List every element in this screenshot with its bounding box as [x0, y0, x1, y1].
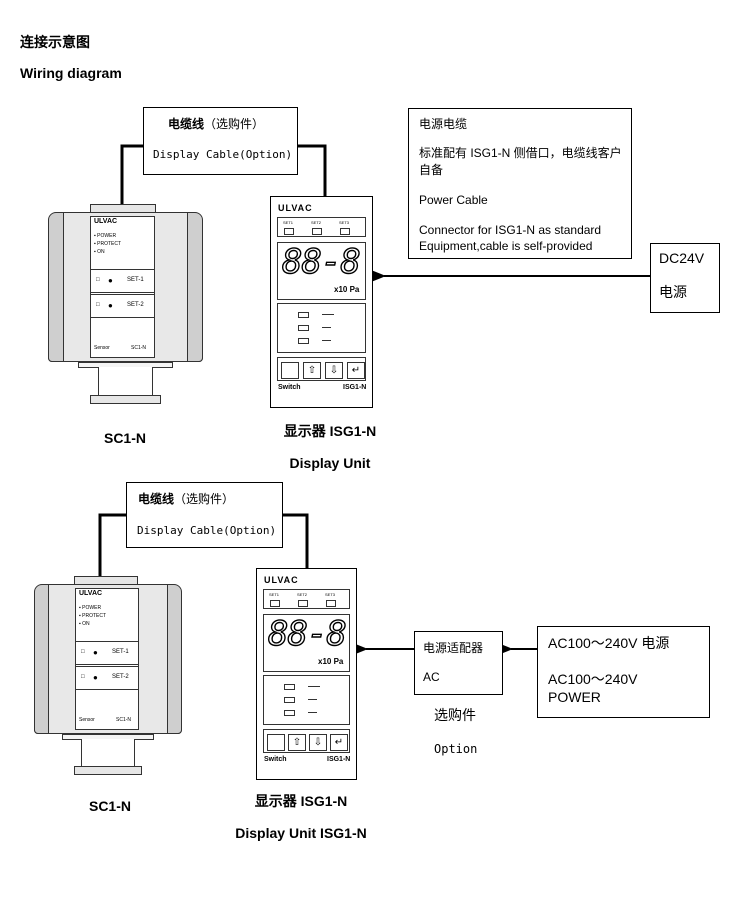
display-caption-en-top: Display Unit: [289, 455, 371, 471]
sensor-brand: ULVAC: [79, 590, 103, 597]
sensor-set1-row: □● SET-1: [76, 641, 138, 665]
sensor-flange-neck: [98, 367, 153, 396]
display-up-button[interactable]: ⇧: [303, 362, 321, 379]
top-cable-left: [120, 144, 144, 212]
dc-power-label: 电源: [659, 284, 687, 300]
display-screen: 88-8 x10 Pa: [277, 242, 366, 300]
power-cable-en-desc: Connector for ISG1-N as standard Equipme…: [419, 223, 602, 253]
power-adapter-label: 电源适配器: [423, 641, 484, 655]
cable-title: 电缆线: [168, 117, 205, 131]
bottom-cable-box: 电缆线（选购件） Display Cable(Option): [126, 482, 283, 548]
sensor-ind-protect: ▪ PROTECT: [79, 613, 107, 619]
sensor-set1-label: SET-1: [112, 649, 129, 655]
power-adapter-ac: AC: [423, 670, 440, 684]
display-key-row: SET1 SET2 SET3: [263, 589, 350, 609]
display-screen: 88-8 x10 Pa: [263, 614, 350, 672]
sensor-flange: [90, 395, 161, 404]
sensor-set2-row: □● SET-2: [91, 294, 154, 318]
dc-power-voltage: DC24V: [659, 250, 705, 266]
power-cable-cn-title: 电源电缆: [419, 117, 468, 131]
display-caption-cn-top: 显示器 ISG1-N: [283, 423, 377, 439]
display-enter-button[interactable]: ↵: [347, 362, 365, 379]
ac-power-line2: AC100～240V: [548, 671, 638, 687]
power-cable-cn-desc: 标准配有 ISG1-N 侧借口，电缆线客户自备: [419, 146, 622, 177]
cable-subtitle: Display Cable(Option): [137, 524, 277, 537]
sensor-set2-row: □● SET-2: [76, 666, 138, 690]
sensor-flange: [74, 766, 142, 775]
ac-power-line3: POWER: [548, 689, 601, 705]
display-unit-label: x10 Pa: [334, 285, 360, 294]
power-adapter-box: 电源适配器 AC: [414, 631, 503, 695]
cable-subtitle: Display Cable(Option): [153, 148, 293, 161]
option-label-en: Option: [434, 742, 478, 756]
display-footer-right: ISG1-N: [327, 756, 351, 763]
sensor-front-panel: ULVAC ▪ POWER ▪ PROTECT ▪ ON □● SET-1 □●…: [75, 588, 139, 730]
sensor-ind-on: ▪ ON: [79, 621, 90, 627]
sensor-flange-neck: [81, 739, 135, 767]
display-mode-button[interactable]: [267, 734, 285, 751]
heading-en: Wiring diagram: [20, 65, 122, 81]
cable-title-suffix: （选购件）: [174, 492, 235, 506]
top-cable-right: [297, 144, 327, 196]
display-unit-bottom: ULVAC SET1 SET2 SET3 88-8 x10 Pa ⇧ ⇩ ↵ S…: [256, 568, 357, 780]
display-brand: ULVAC: [264, 575, 299, 585]
sensor-ind-power: ▪ POWER: [79, 605, 102, 611]
sensor-caption-bottom: SC1-N: [88, 798, 131, 814]
cable-title-suffix: （选购件）: [204, 117, 265, 131]
sensor-set1-row: □● SET-1: [91, 269, 154, 293]
display-footer-left: Switch: [278, 384, 301, 391]
display-button-row: ⇧ ⇩ ↵: [277, 357, 366, 381]
display-status-panel: [277, 303, 366, 353]
sensor-set2-label: SET-2: [127, 302, 144, 308]
display-up-button[interactable]: ⇧: [288, 734, 306, 751]
display-brand: ULVAC: [278, 203, 313, 213]
display-button-row: ⇧ ⇩ ↵: [263, 729, 350, 753]
dc-power-box: DC24V 电源: [650, 243, 720, 313]
cable-title: 电缆线: [138, 492, 175, 506]
display-footer-right: ISG1-N: [343, 384, 367, 391]
sensor-label-right: SC1-N: [131, 345, 147, 351]
sensor-ind-on: ▪ ON: [94, 249, 105, 255]
power-cable-en-title: Power Cable: [419, 193, 488, 207]
display-down-button[interactable]: ⇩: [325, 362, 343, 379]
display-down-button[interactable]: ⇩: [309, 734, 327, 751]
sensor-label-left: Sensor: [79, 717, 95, 723]
ac-power-box: AC100～240V 电源 AC100～240V POWER: [537, 626, 710, 718]
bottom-cable-left: [98, 513, 127, 585]
display-key-row: SET1 SET2 SET3: [277, 217, 366, 237]
sensor-brand: ULVAC: [94, 218, 118, 225]
display-enter-button[interactable]: ↵: [330, 734, 348, 751]
sensor-label-right: SC1-N: [116, 717, 132, 723]
sensor-label-left: Sensor: [94, 345, 110, 351]
sensor-front-panel: ULVAC ▪ POWER ▪ PROTECT ▪ ON □● SET-1 □●…: [90, 216, 155, 358]
display-caption-en-bottom: Display Unit ISG1-N: [235, 825, 367, 841]
display-unit-top: ULVAC SET1 SET2 SET3 88-8 x10 Pa ⇧ ⇩ ↵ S…: [270, 196, 373, 408]
display-status-panel: [263, 675, 350, 725]
display-digits: 88-8: [267, 614, 347, 654]
sensor-set2-label: SET-2: [112, 674, 129, 680]
top-cable-box: 电缆线（选购件） Display Cable(Option): [143, 107, 298, 175]
option-label-cn: 选购件: [434, 707, 476, 723]
display-footer-left: Switch: [264, 756, 287, 763]
sensor-set1-label: SET-1: [127, 277, 144, 283]
sensor-caption-top: SC1-N: [103, 430, 146, 446]
sensor-ind-protect: ▪ PROTECT: [94, 241, 122, 247]
sensor-unit-bottom: ULVAC ▪ POWER ▪ PROTECT ▪ ON □● SET-1 □●…: [34, 576, 182, 776]
display-caption-cn-bottom: 显示器 ISG1-N: [254, 793, 348, 809]
ac-power-line1: AC100～240V 电源: [548, 635, 670, 651]
sensor-ind-power: ▪ POWER: [94, 233, 117, 239]
display-unit-label: x10 Pa: [318, 657, 344, 666]
display-digits: 88-8: [281, 242, 361, 282]
sensor-unit-top: ULVAC ▪ POWER ▪ PROTECT ▪ ON □● SET-1 □●…: [48, 204, 203, 406]
power-cable-box: 电源电缆 标准配有 ISG1-N 侧借口，电缆线客户自备 Power Cable…: [408, 108, 632, 259]
heading-cn: 连接示意图: [20, 34, 90, 50]
display-mode-button[interactable]: [281, 362, 299, 379]
bottom-cable-right: [282, 513, 309, 569]
